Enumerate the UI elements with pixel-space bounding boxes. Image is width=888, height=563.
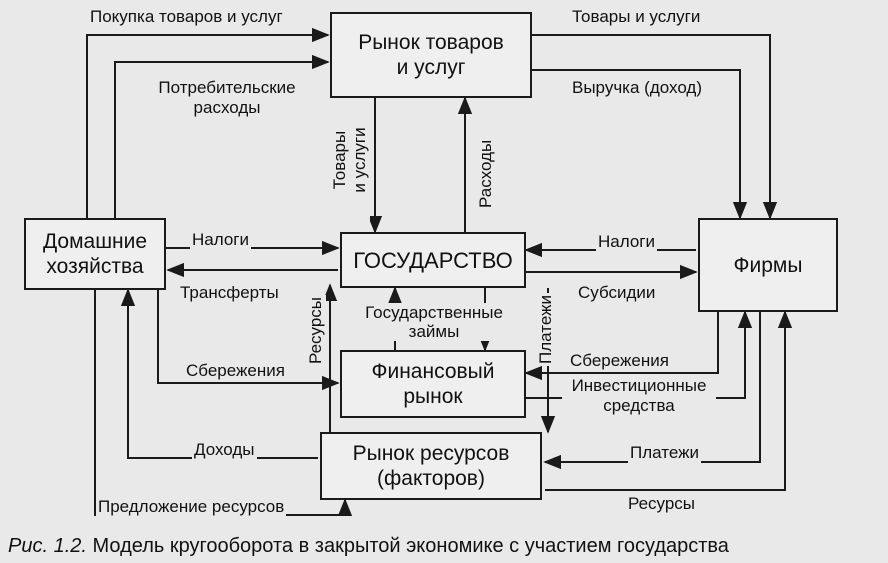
label-payments-vertical: Платежи: [536, 293, 556, 366]
label-revenue: Выручка (доход): [570, 78, 704, 98]
label-taxes-left: Налоги: [190, 230, 251, 250]
label-expenses: Расходы: [476, 137, 496, 210]
households-box: Домашние хозяйства: [24, 218, 166, 290]
label-savings-left: Сбережения: [184, 361, 287, 381]
arrow-goods-to-firms: [532, 34, 778, 220]
arrow-payments-firms: [543, 312, 761, 470]
label-gov-loans: Государственные займы: [352, 303, 516, 341]
label-savings-right: Сбережения: [568, 351, 671, 371]
arrow-resources-firms: [545, 310, 793, 491]
label-consumer-spending: Потребительские расходы: [140, 78, 314, 118]
figure-caption: Рис. 1.2. Модель кругооборота в закрытой…: [8, 534, 729, 558]
label-goods-services-vertical: Товары и услуги: [330, 98, 370, 222]
government-box: ГОСУДАРСТВО: [340, 232, 526, 288]
label-purchase-goods: Покупка товаров и услуг: [88, 7, 285, 27]
arrow-purchase-goods: [86, 27, 330, 218]
caption-text: Модель кругооборота в закрытой экономике…: [92, 535, 729, 557]
arrow-savings-left: [157, 290, 340, 391]
label-resources-right: Ресурсы: [626, 494, 698, 514]
label-transfers: Трансферты: [178, 283, 281, 303]
resource-market-box: Рынок ресурсов (факторов): [320, 432, 542, 500]
goods-market-box: Рынок товаров и услуг: [330, 12, 532, 98]
arrow-consumer-spending: [114, 54, 330, 218]
label-income: Доходы: [192, 440, 257, 460]
label-investment-funds: Инвестиционные средства: [562, 376, 716, 416]
arrow-savings-right: [524, 312, 719, 381]
arrow-revenue: [532, 69, 748, 220]
label-subsidies: Субсидии: [576, 283, 658, 303]
label-resources-vertical: Ресурсы: [306, 294, 326, 366]
firms-box: Фирмы: [698, 218, 838, 312]
financial-market-box: Финансовый рынок: [340, 350, 526, 418]
label-taxes-right: Налоги: [596, 232, 657, 252]
caption-prefix: Рис. 1.2.: [8, 535, 87, 557]
label-resource-supply: Предложение ресурсов: [96, 497, 287, 517]
label-payments-right: Платежи: [628, 443, 701, 463]
label-goods-services-top: Товары и услуги: [570, 7, 703, 27]
